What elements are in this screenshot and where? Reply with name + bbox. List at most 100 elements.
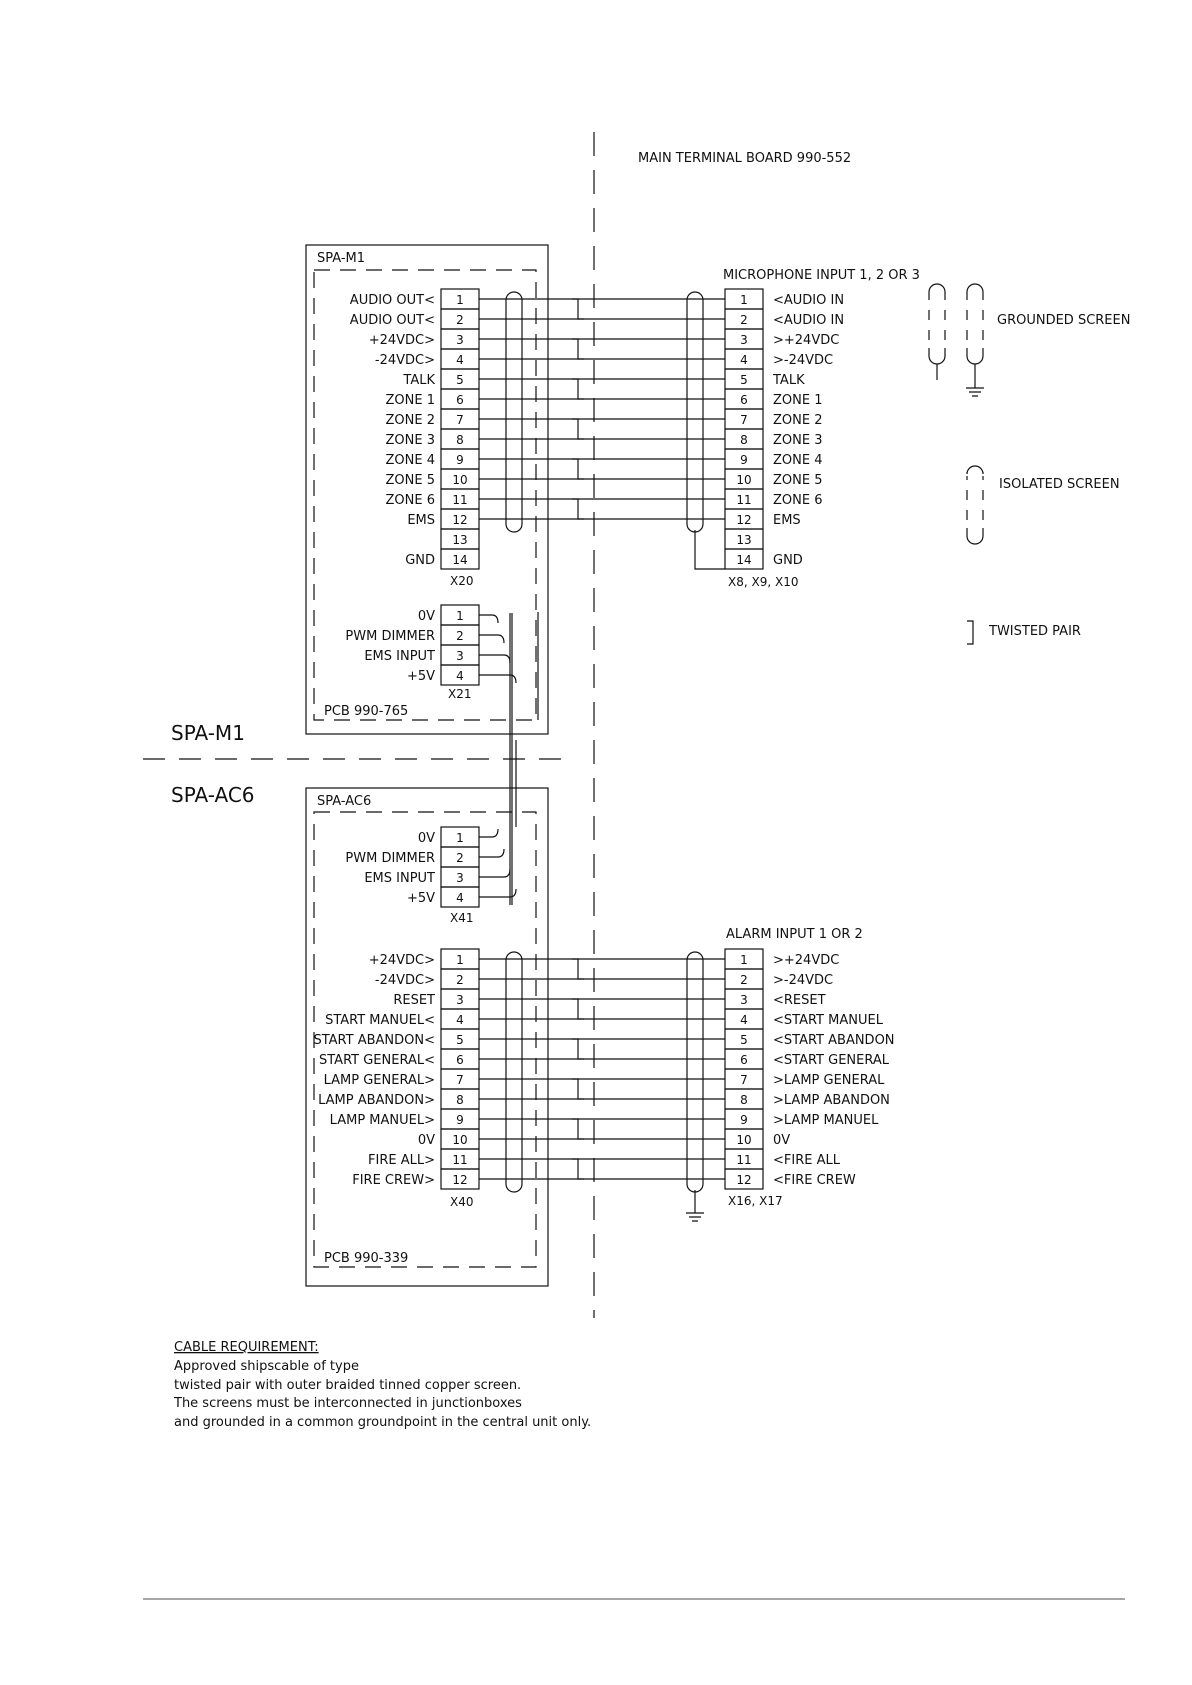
pin-number: 3: [456, 333, 464, 347]
twisted-pair-marker: [572, 378, 584, 400]
pin-label: EMS INPUT: [364, 649, 435, 664]
spa-m1-pcb-label: PCB 990-765: [324, 704, 408, 719]
pin-number: 6: [456, 393, 464, 407]
pin-number: 12: [736, 513, 751, 527]
pin-label: ZONE 6: [386, 493, 435, 508]
pin-number: 5: [740, 1033, 748, 1047]
screen-drain-wire: [694, 530, 725, 570]
pin-number: 2: [456, 629, 464, 643]
pin-number: 4: [456, 891, 464, 905]
pin-number: 1: [456, 293, 464, 307]
mic-name: X8, X9, X10: [728, 575, 798, 589]
pin-number: 1: [456, 831, 464, 845]
pin-number: 2: [740, 313, 748, 327]
screen-shield-alarm: [686, 951, 704, 1193]
pin-label: <RESET: [773, 993, 826, 1008]
pin-label: PWM DIMMER: [345, 851, 435, 866]
pin-number: 4: [740, 1013, 748, 1027]
twisted-pair-marker: [572, 1038, 584, 1060]
pin-number: 2: [456, 851, 464, 865]
cable-line-3: The screens must be interconnected in ju…: [173, 1396, 522, 1411]
twisted-pair-symbol: [967, 620, 974, 645]
interconnect-wire: [479, 634, 505, 644]
pin-number: 11: [452, 493, 467, 507]
pin-label: RESET: [393, 993, 435, 1008]
pin-label: ZONE 3: [386, 433, 435, 448]
pin-label: <START GENERAL: [773, 1053, 890, 1068]
spa-ac6-pcb-label: PCB 990-339: [324, 1251, 408, 1266]
pin-number: 3: [456, 649, 464, 663]
pin-label: >-24VDC: [773, 353, 833, 368]
pin-number: 9: [740, 453, 748, 467]
legend-twisted-label: TWISTED PAIR: [988, 624, 1081, 639]
pin-number: 3: [740, 993, 748, 1007]
pin-label: >+24VDC: [773, 953, 839, 968]
twisted-pair-marker: [572, 958, 584, 980]
pin-label: 0V: [418, 831, 435, 846]
pin-label: ZONE 4: [386, 453, 435, 468]
pin-number: 7: [456, 1073, 464, 1087]
pin-number: 5: [456, 373, 464, 387]
interconnect-wire: [479, 614, 499, 624]
twisted-pair-marker: [572, 998, 584, 1020]
interconnect-wire: [479, 654, 511, 664]
x21-name: X21: [448, 687, 472, 701]
wires: [479, 291, 725, 1222]
twisted-pair-marker: [572, 298, 584, 320]
interconnect-wire: [479, 828, 499, 838]
pin-label: PWM DIMMER: [345, 629, 435, 644]
pin-label: +5V: [407, 669, 435, 684]
legend-isolated-screen: ISOLATED SCREEN: [966, 465, 1120, 545]
pin-number: 12: [452, 513, 467, 527]
pin-number: 4: [456, 1013, 464, 1027]
pin-box: [440, 548, 480, 570]
pin-number: 9: [456, 453, 464, 467]
pin-label: >+24VDC: [773, 333, 839, 348]
legend-isolated-label: ISOLATED SCREEN: [999, 477, 1120, 492]
pin-label: -24VDC>: [375, 973, 435, 988]
pin-label: LAMP MANUEL>: [330, 1113, 435, 1128]
pin-number: 2: [456, 973, 464, 987]
legend-grounded-screen: GROUNDED SCREEN: [928, 283, 1130, 397]
pin-label: >LAMP MANUEL: [773, 1113, 879, 1128]
pin-number: 6: [456, 1053, 464, 1067]
pin-label: <AUDIO IN: [773, 293, 844, 308]
pin-number: 8: [456, 1093, 464, 1107]
spa-ac6-box: [305, 787, 549, 1287]
pin-label: >LAMP ABANDON: [773, 1093, 890, 1108]
cable-line-4: and grounded in a common groundpoint in …: [174, 1415, 591, 1430]
x41-name: X41: [450, 911, 474, 925]
spa-ac6-box-title: SPA-AC6: [317, 794, 371, 809]
pin-number: 4: [456, 669, 464, 683]
pin-label: LAMP ABANDON>: [318, 1093, 435, 1108]
screen-shield-x20: [505, 291, 523, 533]
cable-line-1: Approved shipscable of type: [174, 1359, 359, 1374]
pin-number: 12: [452, 1173, 467, 1187]
section-label-spa-ac6: SPA-AC6: [171, 783, 255, 807]
pin-number: 13: [736, 533, 751, 547]
pin-label: 0V: [773, 1133, 790, 1148]
pin-label: <AUDIO IN: [773, 313, 844, 328]
pin-number: 14: [736, 553, 751, 567]
pin-number: 10: [736, 473, 751, 487]
pin-box: [724, 548, 764, 570]
pin-number: 5: [740, 373, 748, 387]
pin-number: 1: [740, 953, 748, 967]
pin-number: 11: [736, 1153, 751, 1167]
pin-label: >-24VDC: [773, 973, 833, 988]
cable-heading: CABLE REQUIREMENT:: [174, 1340, 319, 1355]
pin-label: AUDIO OUT<: [350, 293, 435, 308]
pin-number: 6: [740, 393, 748, 407]
legend-grounded-label: GROUNDED SCREEN: [997, 313, 1130, 328]
ground-symbol: [686, 1190, 704, 1222]
main-terminal-title: MAIN TERMINAL BOARD 990-552: [638, 151, 851, 166]
pin-label: FIRE ALL>: [368, 1153, 435, 1168]
cable-line-2: twisted pair with outer braided tinned c…: [174, 1378, 521, 1393]
pin-number: 9: [740, 1113, 748, 1127]
twisted-pair-marker: [572, 498, 584, 520]
screen-shield-x40: [505, 951, 523, 1193]
twisted-pair-marker: [572, 458, 584, 480]
